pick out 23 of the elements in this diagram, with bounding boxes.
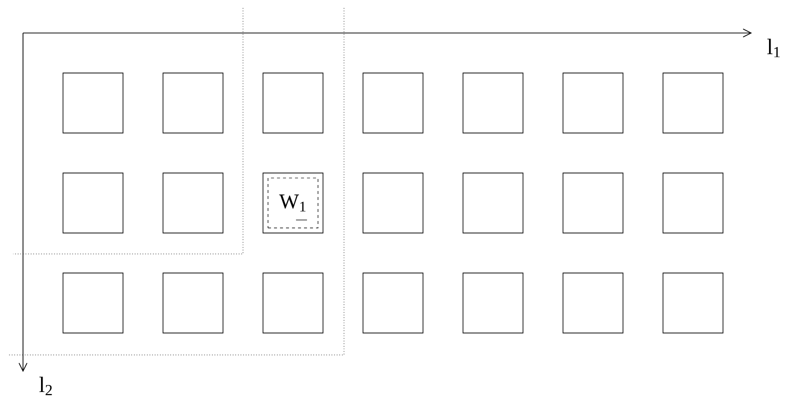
square bbox=[462, 272, 524, 334]
square bbox=[62, 172, 124, 234]
square bbox=[162, 272, 224, 334]
square bbox=[262, 72, 324, 134]
square bbox=[162, 72, 224, 134]
dashed-box: W$_{1}$ bbox=[268, 178, 318, 228]
axis-label: l$_{1}$ bbox=[767, 38, 780, 58]
square bbox=[362, 72, 424, 134]
axis-label: l$_{2}$ bbox=[39, 376, 52, 396]
square bbox=[462, 172, 524, 234]
square bbox=[362, 272, 424, 334]
square bbox=[262, 272, 324, 334]
square bbox=[662, 272, 724, 334]
square bbox=[362, 172, 424, 234]
square bbox=[62, 72, 124, 134]
square bbox=[662, 72, 724, 134]
square bbox=[462, 72, 524, 134]
square bbox=[662, 172, 724, 234]
square bbox=[562, 172, 624, 234]
square bbox=[162, 172, 224, 234]
square bbox=[562, 272, 624, 334]
square bbox=[62, 272, 124, 334]
square bbox=[562, 72, 624, 134]
